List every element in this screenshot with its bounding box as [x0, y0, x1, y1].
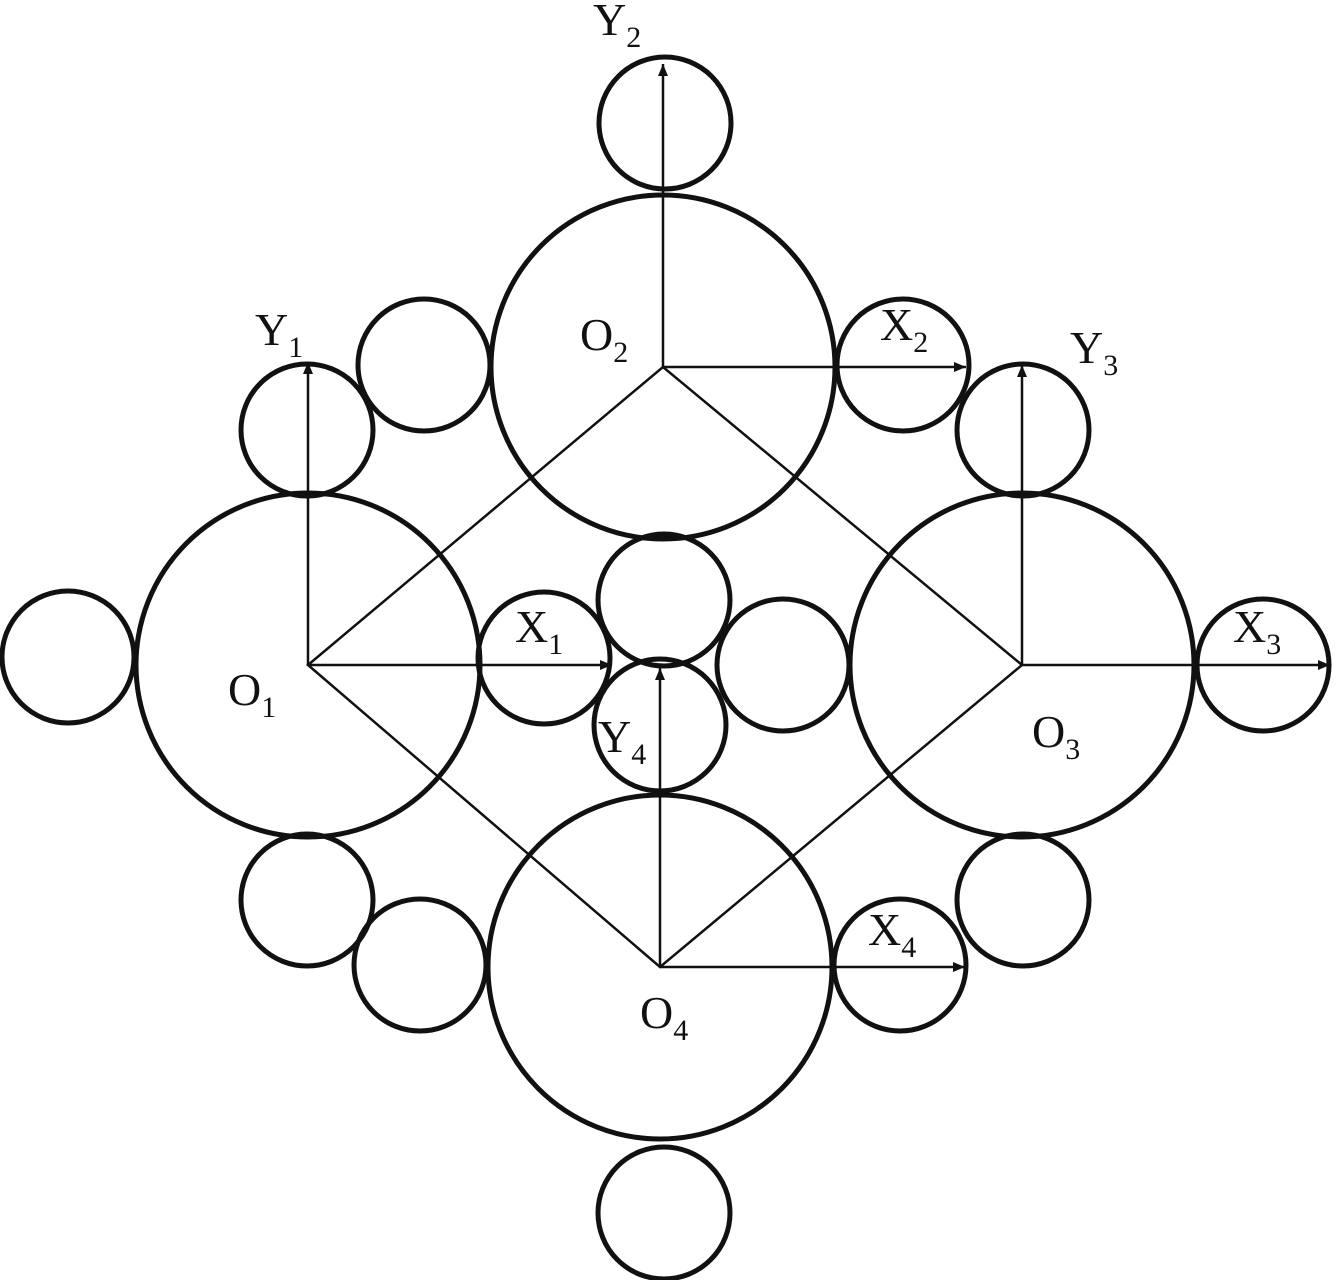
gear-lobe-4-3 — [831, 896, 969, 1034]
origin-label-2: O2 — [580, 309, 628, 369]
gear-lobe-1-4 — [238, 831, 376, 969]
x-axis-label-3: X3 — [1233, 601, 1281, 661]
gear-lobe-1-1 — [0, 588, 137, 726]
gear-lobe-3-1 — [714, 596, 852, 734]
gear-lobe-4-1 — [351, 896, 489, 1034]
x-axis-label-4: X4 — [868, 904, 916, 964]
gear-lobe-4-4 — [595, 1144, 733, 1280]
gear-lobe-3-4 — [954, 831, 1092, 969]
gear-lobe-1-3 — [475, 589, 613, 727]
gear-lobe-2-3 — [834, 296, 972, 434]
origin-label-1: O1 — [228, 664, 276, 724]
gear-lobe-2-1 — [355, 296, 493, 434]
origin-label-3: O3 — [1032, 706, 1080, 766]
origin-label-4: O4 — [640, 987, 688, 1047]
coordinate-axes — [303, 64, 1330, 972]
y-axis-label-3: Y3 — [1070, 322, 1118, 382]
x-axis-label-2: X2 — [880, 299, 928, 359]
gear-lobe-2-2 — [596, 54, 734, 192]
y-axis-label-4: Y4 — [598, 711, 646, 771]
y-axis-label-1: Y1 — [255, 304, 303, 364]
x-axis-label-1: X1 — [515, 601, 563, 661]
labels: O1 X1 Y1 O2 X2 Y2 O3 X3 Y3 O4 X4 Y4 — [228, 0, 1281, 1047]
y-axis-label-2: Y2 — [593, 0, 641, 54]
gear-outlines — [0, 54, 1332, 1280]
gear-lobe-2-4 — [595, 531, 733, 669]
